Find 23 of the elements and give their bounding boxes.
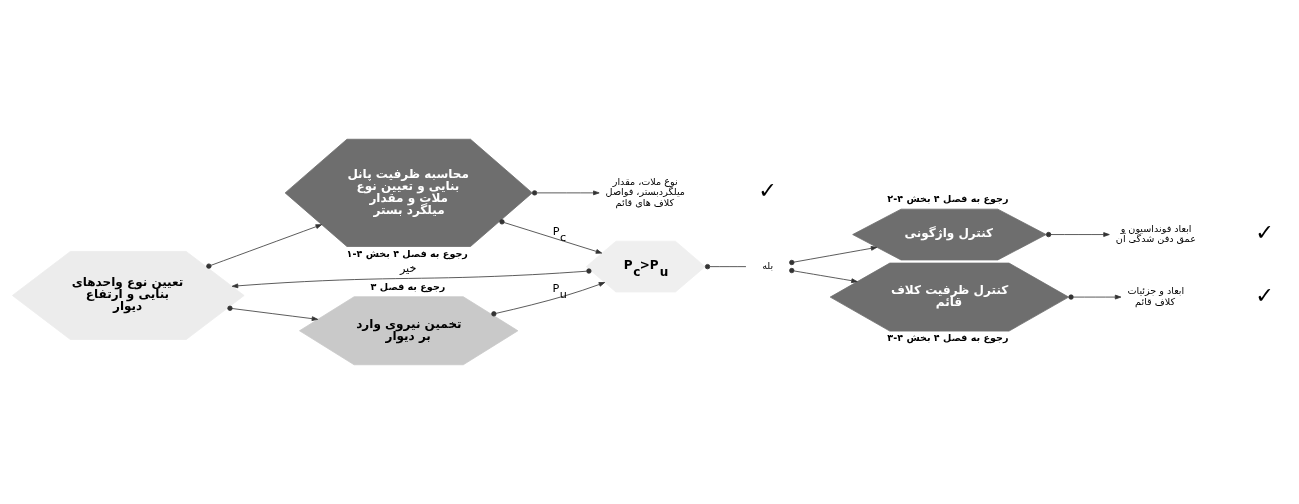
arrow: [789, 267, 858, 284]
arrow: [206, 224, 322, 269]
arrow: [1068, 294, 1122, 300]
arrow: [491, 282, 606, 317]
node-label: رجوع به فصل ۴ بخش ۴-۱: [346, 248, 468, 260]
arrow: [531, 190, 600, 196]
node-text: ابعاد و جزئیات کلاف قائم: [1127, 285, 1185, 307]
edge-label: خیر: [399, 261, 417, 275]
arrow: [227, 305, 319, 321]
label: ✓: [758, 177, 777, 204]
node-text: بله: [762, 260, 774, 272]
arrow: [499, 219, 603, 254]
node-text: نوع ملات، مقدار میلگردبستر، فواصل کلاف های قائم: [605, 175, 685, 208]
label: ✓: [1255, 281, 1275, 308]
node-text: ابعاد فونداسیون و عمق دفن شدگی آن: [1115, 222, 1196, 245]
node-label: رجوع به فصل ۳: [370, 280, 446, 292]
node-label: رجوع به فصل ۴ بخش ۴-۲: [887, 192, 1009, 204]
node-label: رجوع به فصل ۴ بخش ۴-۳: [887, 332, 1009, 344]
arrow: [1045, 231, 1110, 238]
label: ✓: [1255, 219, 1275, 246]
arrow: [231, 268, 592, 289]
arrow: [789, 246, 878, 266]
connector: [704, 264, 747, 270]
